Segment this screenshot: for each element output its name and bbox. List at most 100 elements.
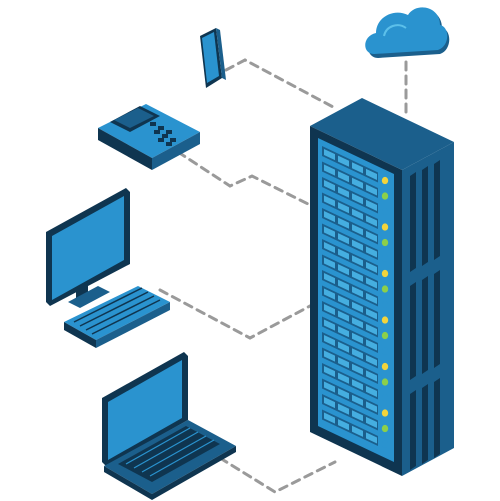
drive-bay-cell (324, 241, 335, 254)
drive-bay-cell (352, 394, 363, 406)
drive-bay-cell (338, 310, 349, 322)
drive-bay-cell (324, 303, 335, 316)
connection-phone-server (224, 58, 337, 110)
server-led (381, 316, 389, 324)
drive-bay-cell (324, 350, 335, 362)
drive-bay-cell (324, 381, 335, 393)
smartphone-icon (200, 28, 226, 88)
drive-bay-cell (352, 208, 363, 220)
drive-bay-cell (352, 286, 363, 298)
drive-bay-cell (324, 226, 335, 238)
drive-bay (322, 301, 378, 338)
drive-bay (322, 208, 378, 245)
drive-bay-cell (366, 401, 377, 413)
drive-bay (322, 192, 378, 230)
monitor-icon (46, 188, 130, 308)
drive-bay-cell (366, 215, 377, 227)
drive-bay (322, 161, 378, 199)
drive-bay (322, 270, 378, 307)
drive-bay-cell (366, 184, 377, 196)
drive-bay-cell (324, 412, 335, 424)
drive-bay-cell (338, 264, 349, 276)
drive-bay-cell (324, 257, 335, 269)
server-led (381, 223, 389, 231)
drive-bay-cell (324, 319, 335, 331)
drive-bay-cell (324, 164, 335, 176)
server-status-leds (381, 176, 389, 448)
server-led (381, 192, 389, 200)
drive-bay-cell (366, 370, 377, 382)
connection-keyboard-server (158, 288, 312, 340)
server-led (381, 300, 389, 309)
server-led (381, 409, 389, 417)
drive-bay (322, 177, 378, 214)
drive-bay-cell (366, 230, 377, 243)
drive-bay-cell (338, 248, 349, 260)
drive-bay (322, 254, 378, 292)
server-rack-icon (310, 98, 454, 476)
drive-bay-cell (366, 385, 377, 398)
drive-bay (322, 394, 378, 431)
server-led (381, 347, 389, 355)
server-vents (410, 160, 440, 470)
drive-bay-cell (352, 363, 363, 375)
drive-bay-cell (352, 255, 363, 267)
drive-bay-cell (352, 193, 363, 205)
drive-bay-cell (366, 168, 377, 181)
server-led (381, 331, 389, 340)
server-led (381, 378, 389, 386)
drive-bay-cell (366, 432, 377, 444)
connection-lines (158, 58, 408, 494)
drive-bay-cell (338, 295, 349, 307)
drive-bay-cell (324, 272, 335, 285)
drive-bay-cell (324, 179, 335, 192)
drive-bay (322, 363, 378, 400)
drive-bay-cell (338, 357, 349, 369)
server-drive-bays (322, 146, 378, 447)
drive-bay-cell (338, 233, 349, 245)
drive-bay-cell (324, 396, 335, 409)
drive-bay-cell (352, 224, 363, 236)
drive-bay-cell (352, 270, 363, 282)
drive-bay-cell (352, 425, 363, 437)
server-led (381, 207, 389, 216)
drive-bay-cell (366, 261, 377, 274)
drive-bay (322, 239, 378, 276)
drive-bay-cell (338, 155, 349, 167)
drive-bay-cell (338, 403, 349, 415)
keyboard-icon (64, 286, 170, 348)
drive-bay-cell (338, 372, 349, 384)
drive-bay-cell (324, 210, 335, 223)
drive-bay-cell (352, 301, 363, 313)
drive-bay-cell (366, 339, 377, 351)
drive-bay (322, 316, 378, 354)
server-led (381, 424, 389, 433)
drive-bay-cell (366, 354, 377, 367)
drive-bay-cell (366, 277, 377, 289)
drive-bay-cell (366, 323, 377, 336)
drive-bay-cell (324, 148, 335, 161)
drive-bay-cell (338, 341, 349, 353)
drive-bay-cell (338, 388, 349, 400)
drive-bay (322, 332, 378, 369)
desk-phone-icon (98, 104, 200, 170)
drive-bay-cell (366, 308, 377, 320)
drive-bay-cell (324, 365, 335, 378)
drive-bay-cell (366, 246, 377, 258)
server-led (381, 238, 389, 247)
drive-bay-cell (352, 317, 363, 329)
server-led (381, 393, 389, 402)
drive-bay-cell (366, 199, 377, 212)
drive-bay (322, 146, 378, 183)
drive-bay-cell (338, 326, 349, 338)
server-led (381, 285, 389, 293)
drive-bay (322, 347, 378, 385)
drive-bay (322, 223, 378, 261)
drive-bay (322, 378, 378, 416)
drive-bay-cell (352, 239, 363, 251)
drive-bay-cell (366, 292, 377, 305)
drive-bay-cell (352, 348, 363, 360)
drive-bay-cell (338, 279, 349, 291)
drive-bay-cell (352, 379, 363, 391)
